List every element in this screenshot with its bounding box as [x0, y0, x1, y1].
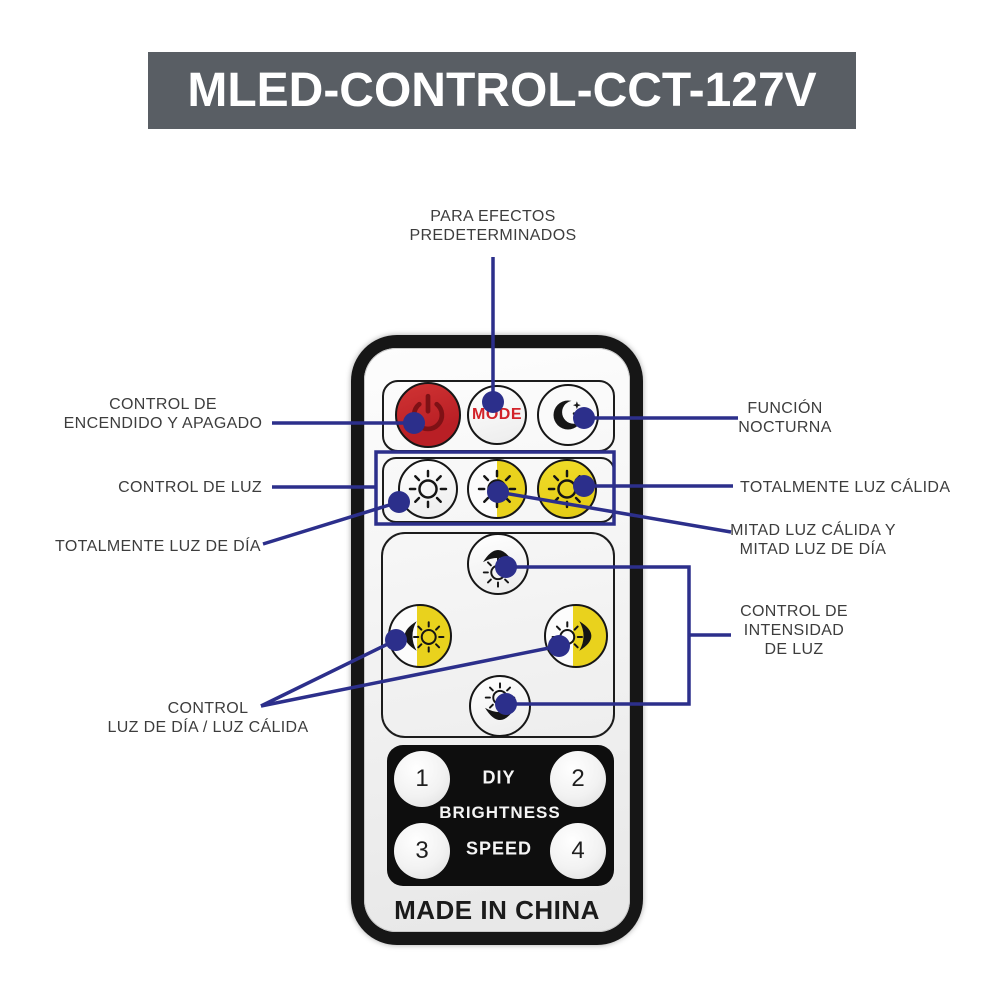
- annotation-mode: PARA EFECTOS PREDETERMINADOS: [393, 207, 593, 245]
- annotation-power-line2: ENCENDIDO Y APAGADO: [63, 415, 263, 432]
- annotation-intensity-line1: CONTROL DE: [740, 603, 848, 620]
- preset-2-label: 2: [571, 765, 585, 792]
- annotation-half-half-line2: MITAD LUZ DE DÍA: [739, 541, 887, 558]
- brightness-label: BRIGHTNESS: [439, 803, 561, 822]
- product-title: MLED-CONTROL-CCT-127V: [187, 64, 817, 117]
- power-icon: [411, 393, 445, 432]
- daylight-button: [398, 459, 458, 519]
- preset-3-button: 3: [394, 823, 450, 879]
- preset-4-button: 4: [550, 823, 606, 879]
- sun-icon: [477, 469, 517, 509]
- preset-3-label: 3: [415, 837, 429, 864]
- annotation-intensity-line2: INTENSIDAD: [743, 622, 845, 639]
- annotation-power: CONTROL DE ENCENDIDO Y APAGADO: [58, 395, 268, 433]
- annotation-half-half-line1: MITAD LUZ CÁLIDA Y: [730, 522, 896, 539]
- annotation-light-row: CONTROL DE LUZ: [57, 478, 262, 497]
- arrow-up-sun-icon: [482, 549, 514, 588]
- half-warm-half-daylight-button: [467, 459, 527, 519]
- warm-light-button: [537, 459, 597, 519]
- annotation-light-row-line1: CONTROL DE LUZ: [118, 479, 262, 496]
- annotation-intensity: CONTROL DE INTENSIDAD DE LUZ: [738, 602, 850, 659]
- arrow-left-sun-icon: [404, 621, 445, 653]
- annotation-warm-full-line1: TOTALMENTE LUZ CÁLIDA: [740, 479, 951, 496]
- annotation-mode-line2: PREDETERMINADOS: [409, 227, 577, 244]
- night-function-button: [537, 384, 599, 446]
- annotation-day-full-line1: TOTALMENTE LUZ DE DÍA: [55, 538, 261, 555]
- annotation-night: FUNCIÓN NOCTURNA: [725, 399, 845, 437]
- annotation-intensity-line3: DE LUZ: [764, 641, 824, 658]
- speed-label: SPEED: [465, 838, 533, 859]
- annotation-warm-full: TOTALMENTE LUZ CÁLIDA: [740, 478, 950, 497]
- annotation-night-line1: FUNCIÓN: [747, 400, 823, 417]
- made-in-china-label: MADE IN CHINA: [394, 895, 600, 925]
- preset-1-button: 1: [394, 751, 450, 807]
- annotation-mode-line1: PARA EFECTOS: [430, 208, 556, 225]
- mode-button-label: MODE: [472, 406, 522, 423]
- remote-body: MODE: [351, 335, 643, 945]
- sun-icon: [408, 469, 448, 509]
- sun-icon: [547, 469, 587, 509]
- brightness-up-button: [467, 533, 529, 595]
- preset-2-button: 2: [550, 751, 606, 807]
- mode-button: MODE: [467, 385, 527, 445]
- product-title-banner: MLED-CONTROL-CCT-127V: [148, 52, 856, 129]
- preset-1-label: 1: [415, 765, 429, 792]
- annotation-power-line1: CONTROL DE: [109, 396, 217, 413]
- annotation-day-full: TOTALMENTE LUZ DE DÍA: [55, 537, 261, 556]
- preset-4-label: 4: [571, 837, 585, 864]
- diy-label: DIY: [482, 767, 516, 788]
- shift-to-daylight-button: [388, 604, 452, 668]
- annotation-half-half: MITAD LUZ CÁLIDA Y MITAD LUZ DE DÍA: [728, 521, 898, 559]
- annotation-day-warm: CONTROL LUZ DE DÍA / LUZ CÁLIDA: [100, 699, 316, 737]
- shift-to-warm-button: [544, 604, 608, 668]
- arrow-right-sun-icon: [551, 621, 592, 653]
- annotation-day-warm-line1: CONTROL: [167, 700, 249, 717]
- annotation-day-warm-line2: LUZ DE DÍA / LUZ CÁLIDA: [107, 719, 309, 736]
- arrow-down-sun-icon: [484, 682, 516, 721]
- moon-stars-icon: [553, 400, 586, 430]
- brightness-down-button: [469, 675, 531, 737]
- annotation-night-line2: NOCTURNA: [738, 419, 832, 436]
- power-button: [395, 382, 461, 448]
- group-presets: 1 2 3 4 DIY BRIGHTNESS SPEED: [387, 745, 614, 886]
